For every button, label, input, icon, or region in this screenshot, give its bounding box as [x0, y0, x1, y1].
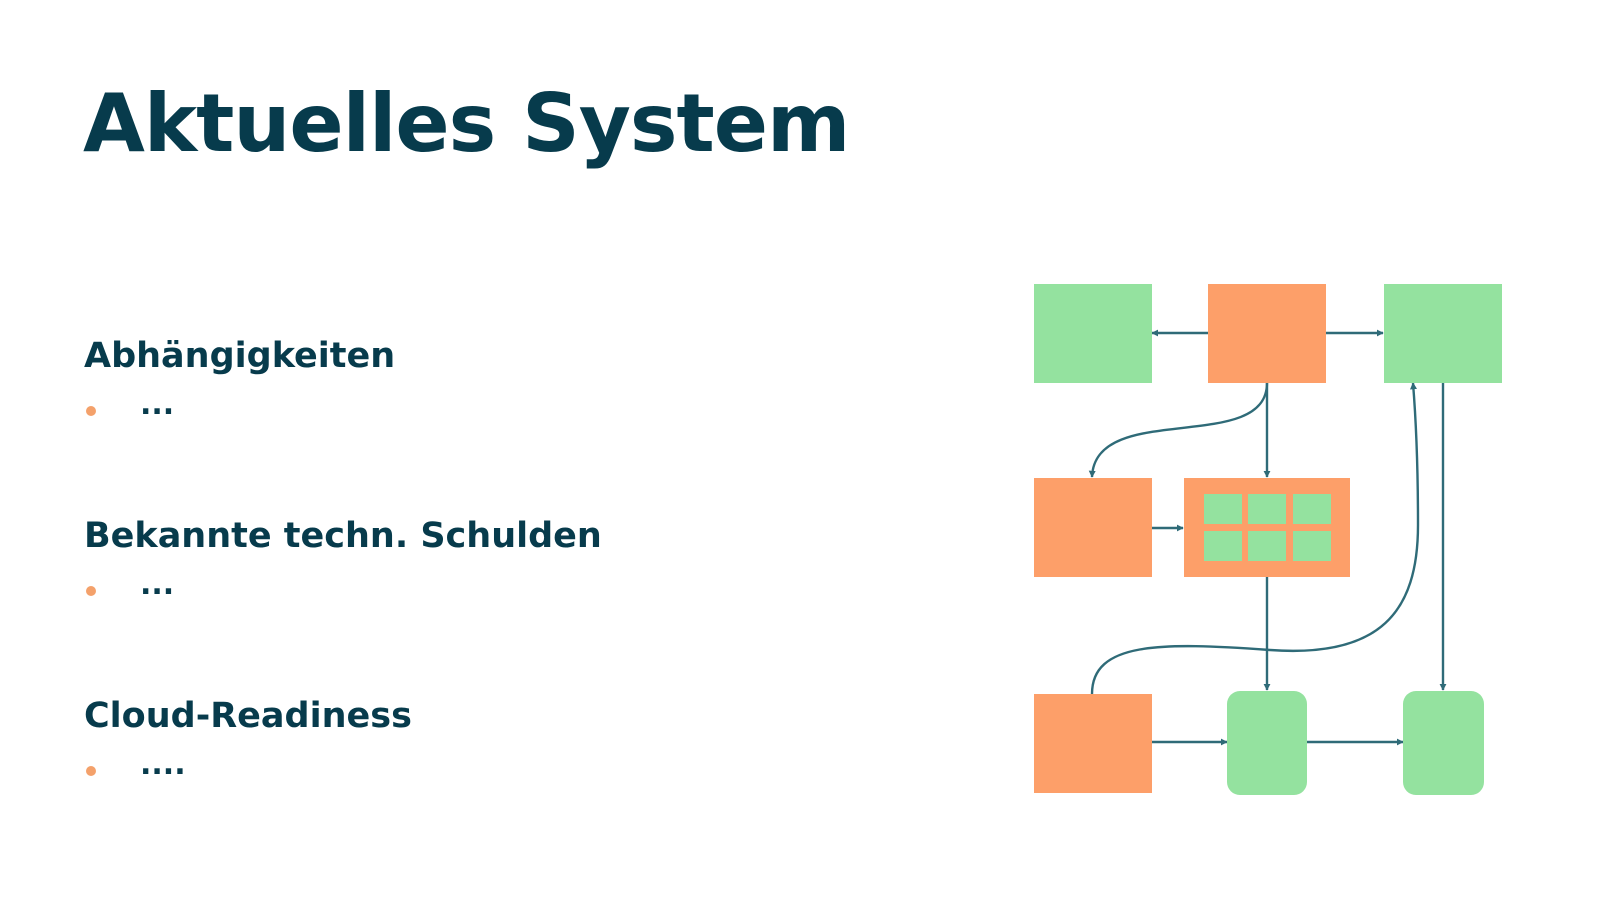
module-cell	[1248, 494, 1286, 524]
section-technical-debt: Bekannte techn. Schulden ...	[84, 515, 844, 695]
list-item: ....	[84, 747, 844, 797]
node-top-center	[1208, 284, 1326, 383]
section-heading-dependencies: Abhängigkeiten	[84, 336, 396, 376]
node-bottom-left	[1034, 694, 1152, 793]
edge-top-center-to-middle-left	[1088, 382, 1269, 478]
list-item: ...	[84, 567, 844, 617]
edge-bottom-left-to-top-right	[1090, 382, 1420, 695]
content-list: Abhängigkeiten ... Bekannte techn. Schul…	[84, 335, 844, 875]
diagram-nodes	[1034, 284, 1502, 795]
bullet-dot-icon	[86, 406, 96, 416]
section-heading-technical-debt: Bekannte techn. Schulden	[84, 516, 602, 556]
node-middle-center	[1184, 478, 1350, 577]
node-bottom-center	[1227, 691, 1307, 795]
diagram-edges	[1088, 329, 1447, 746]
bullet-dot-icon	[86, 766, 96, 776]
bullet-dot-icon	[86, 586, 96, 596]
bullet-text: ....	[140, 747, 186, 782]
module-cell	[1293, 531, 1331, 561]
module-cell	[1204, 531, 1242, 561]
node-top-left	[1034, 284, 1152, 383]
section-cloud-readiness: Cloud-Readiness ....	[84, 695, 844, 875]
module-cell	[1248, 531, 1286, 561]
bullet-text: ...	[140, 567, 175, 602]
module-cell	[1293, 494, 1331, 524]
node-middle-left	[1034, 478, 1152, 577]
section-heading-cloud-readiness: Cloud-Readiness	[84, 696, 412, 736]
module-cell	[1204, 494, 1242, 524]
page-title: Aktuelles System	[83, 77, 850, 170]
bullet-text: ...	[140, 387, 175, 422]
list-item: ...	[84, 387, 844, 437]
node-bottom-right	[1403, 691, 1484, 795]
node-top-right	[1384, 284, 1502, 383]
section-dependencies: Abhängigkeiten ...	[84, 335, 844, 515]
